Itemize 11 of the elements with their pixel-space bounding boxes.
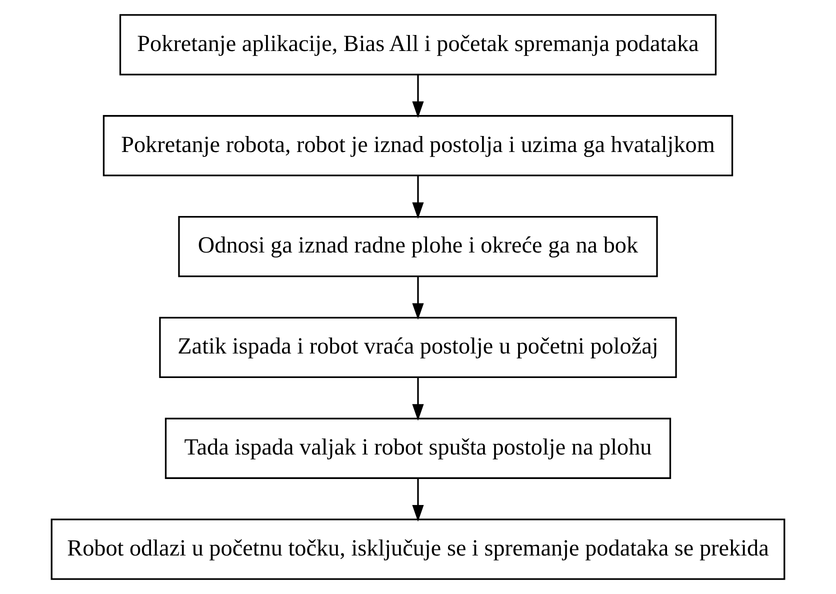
node-box: Pokretanje aplikacije, Bias All i početak spremanja podataka (119, 14, 717, 76)
arrow (412, 74, 424, 118)
arrow (412, 377, 424, 421)
node-box: Pokretanje robota, robot je iznad postolja i uzima ga hvataljkom (102, 115, 734, 176)
node-box: Robot odlazi u početnu točku, isključuje se i spremanje podataka se prekida (50, 518, 786, 580)
arrow (412, 176, 424, 219)
node-box: Odnosi ga iznad radne plohe i okreće ga na bok (178, 216, 658, 278)
node-box: Zatik ispada i robot vraća postolje u početni položaj (159, 316, 677, 378)
arrow (412, 478, 424, 522)
node-box: Tada ispada valjak i robot spušta postolje na plohu (164, 418, 672, 479)
arrow (412, 276, 424, 320)
